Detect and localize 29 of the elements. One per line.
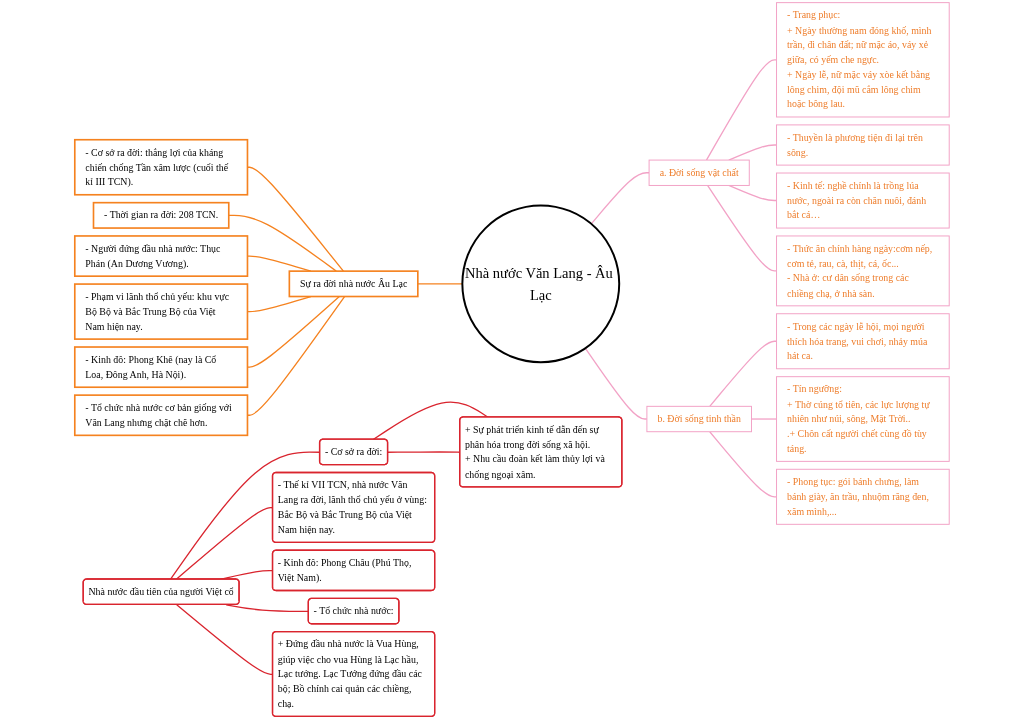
connector <box>706 184 778 272</box>
connector <box>728 144 778 161</box>
connector <box>750 418 778 420</box>
node-box: - Thời gian ra đời: 208 TCN. <box>92 201 230 229</box>
node-box: a. Đời sống vật chất <box>648 159 750 186</box>
node-box: - Kinh đô: Phong Khê (nay là Cổ Loa, Đông Anh, Hà Nội). <box>73 346 249 389</box>
node-box: - Phạm vi lãnh thổ chủ yếu: khu vực Bộ Bộ và Bắc Trung Bộ của Việt Nam hiện nay. <box>73 283 249 340</box>
node-box: - Cơ sở ra đời: thắng lợi của kháng chiến chống Tần xâm lược (cuối thế kỉ III TCN). <box>73 138 249 196</box>
node-box: - Người đứng đầu nhà nước: Thục Phán (An Dương Vương). <box>73 235 249 277</box>
connector <box>590 172 650 225</box>
connector <box>728 184 778 202</box>
node-box: Sự ra đời nhà nước Âu Lạc <box>288 270 419 298</box>
connector <box>709 340 778 407</box>
node-box: - Tín ngưỡng: + Thờ cúng tổ tiên, các lực lượng tự nhiên như núi, sông, Mặt Trời.. .+ Chôn cất người chết cùng đồ tùy táng. <box>776 376 950 462</box>
node-box: - Trang phục: + Ngày thường nam đóng khố, mình trần, đi chân đất; nữ mặc áo, váy xẻ giữa, có yếm che ngực. + Ngày lễ, nữ mặc váy xòe kết bằng lông chim, đội mũ cắm lông chim hoặc bông lau. <box>776 2 950 118</box>
node-box: - Thức ăn chính hàng ngày:cơm nếp, cơm tẻ, rau, cà, thịt, cá, ốc... - Nhà ở: cư dân sống trong các chiềng chạ, ở nhà sàn. <box>776 235 950 307</box>
node-box: - Trong các ngày lễ hội, mọi người thích hóa trang, vui chơi, nhảy múa hát ca. <box>776 313 950 370</box>
connector <box>709 431 778 498</box>
node-box: - Phong tục: gói bánh chưng, làm bánh giày, ăn trầu, nhuộm răng đen, xăm mình,... <box>776 468 950 525</box>
connector <box>372 401 489 441</box>
node-box: - Tổ chức nhà nước cơ bản giống với Văn Lang nhưng chặt chẽ hơn. <box>73 394 249 437</box>
node-box: - Kinh tế: nghề chính là trồng lúa nước, ngoài ra còn chăn nuôi, đánh bắt cá… <box>776 172 950 229</box>
connector <box>417 283 463 285</box>
node-circle: Nhà nước Văn Lang - Âu Lạc <box>461 204 621 364</box>
connector <box>584 347 648 420</box>
connector <box>228 214 337 272</box>
node-box: - Thuyền là phương tiện đi lại trên sông. <box>776 124 950 166</box>
connector <box>705 59 778 161</box>
node-box: b. Đời sống tinh thần <box>646 405 752 433</box>
